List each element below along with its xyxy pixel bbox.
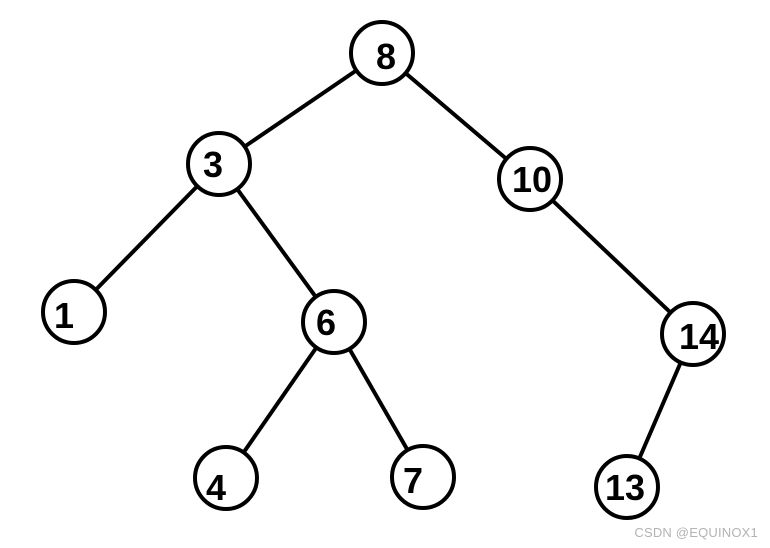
- edge-n3-n1: [93, 184, 200, 292]
- node-label: 6: [316, 302, 336, 343]
- edge-n8-n10: [403, 71, 509, 161]
- node-circle: [41, 279, 107, 345]
- tree-node-8: 8: [349, 20, 415, 86]
- node-label: 4: [206, 467, 226, 508]
- edge-n10-n14: [550, 198, 673, 315]
- watermark-text: CSDN @EQUINOX1: [634, 525, 758, 540]
- tree-node-14: 14: [660, 301, 726, 367]
- edge-n14-n13: [637, 360, 683, 461]
- edge-n8-n3: [242, 68, 359, 149]
- node-circle: [594, 454, 660, 520]
- node-circle: [497, 146, 563, 212]
- node-label: 8: [376, 36, 396, 77]
- node-circle: [193, 445, 259, 511]
- tree-node-1: 1: [41, 279, 107, 345]
- node-circle: [186, 131, 252, 197]
- node-circle: [660, 301, 726, 367]
- tree-node-6: 6: [301, 289, 367, 355]
- edges-layer: [93, 68, 683, 461]
- node-circle: [301, 289, 367, 355]
- node-label: 7: [403, 460, 423, 501]
- node-label: 13: [605, 467, 645, 508]
- node-label: 3: [203, 144, 223, 185]
- tree-node-13: 13: [594, 454, 660, 520]
- edge-n3-n6: [235, 187, 318, 299]
- node-circle: [349, 20, 415, 86]
- tree-node-7: 7: [390, 444, 456, 510]
- nodes-layer: 8 3 10 1 6 14 4 7 13: [41, 20, 726, 520]
- edge-n6-n7: [347, 346, 410, 453]
- node-label: 14: [679, 316, 719, 357]
- node-circle: [390, 444, 456, 510]
- node-label: 10: [512, 159, 552, 200]
- tree-node-4: 4: [193, 445, 259, 511]
- tree-node-10: 10: [497, 146, 563, 212]
- node-label: 1: [54, 295, 74, 336]
- tree-node-3: 3: [186, 131, 252, 197]
- edge-n6-n4: [241, 345, 319, 455]
